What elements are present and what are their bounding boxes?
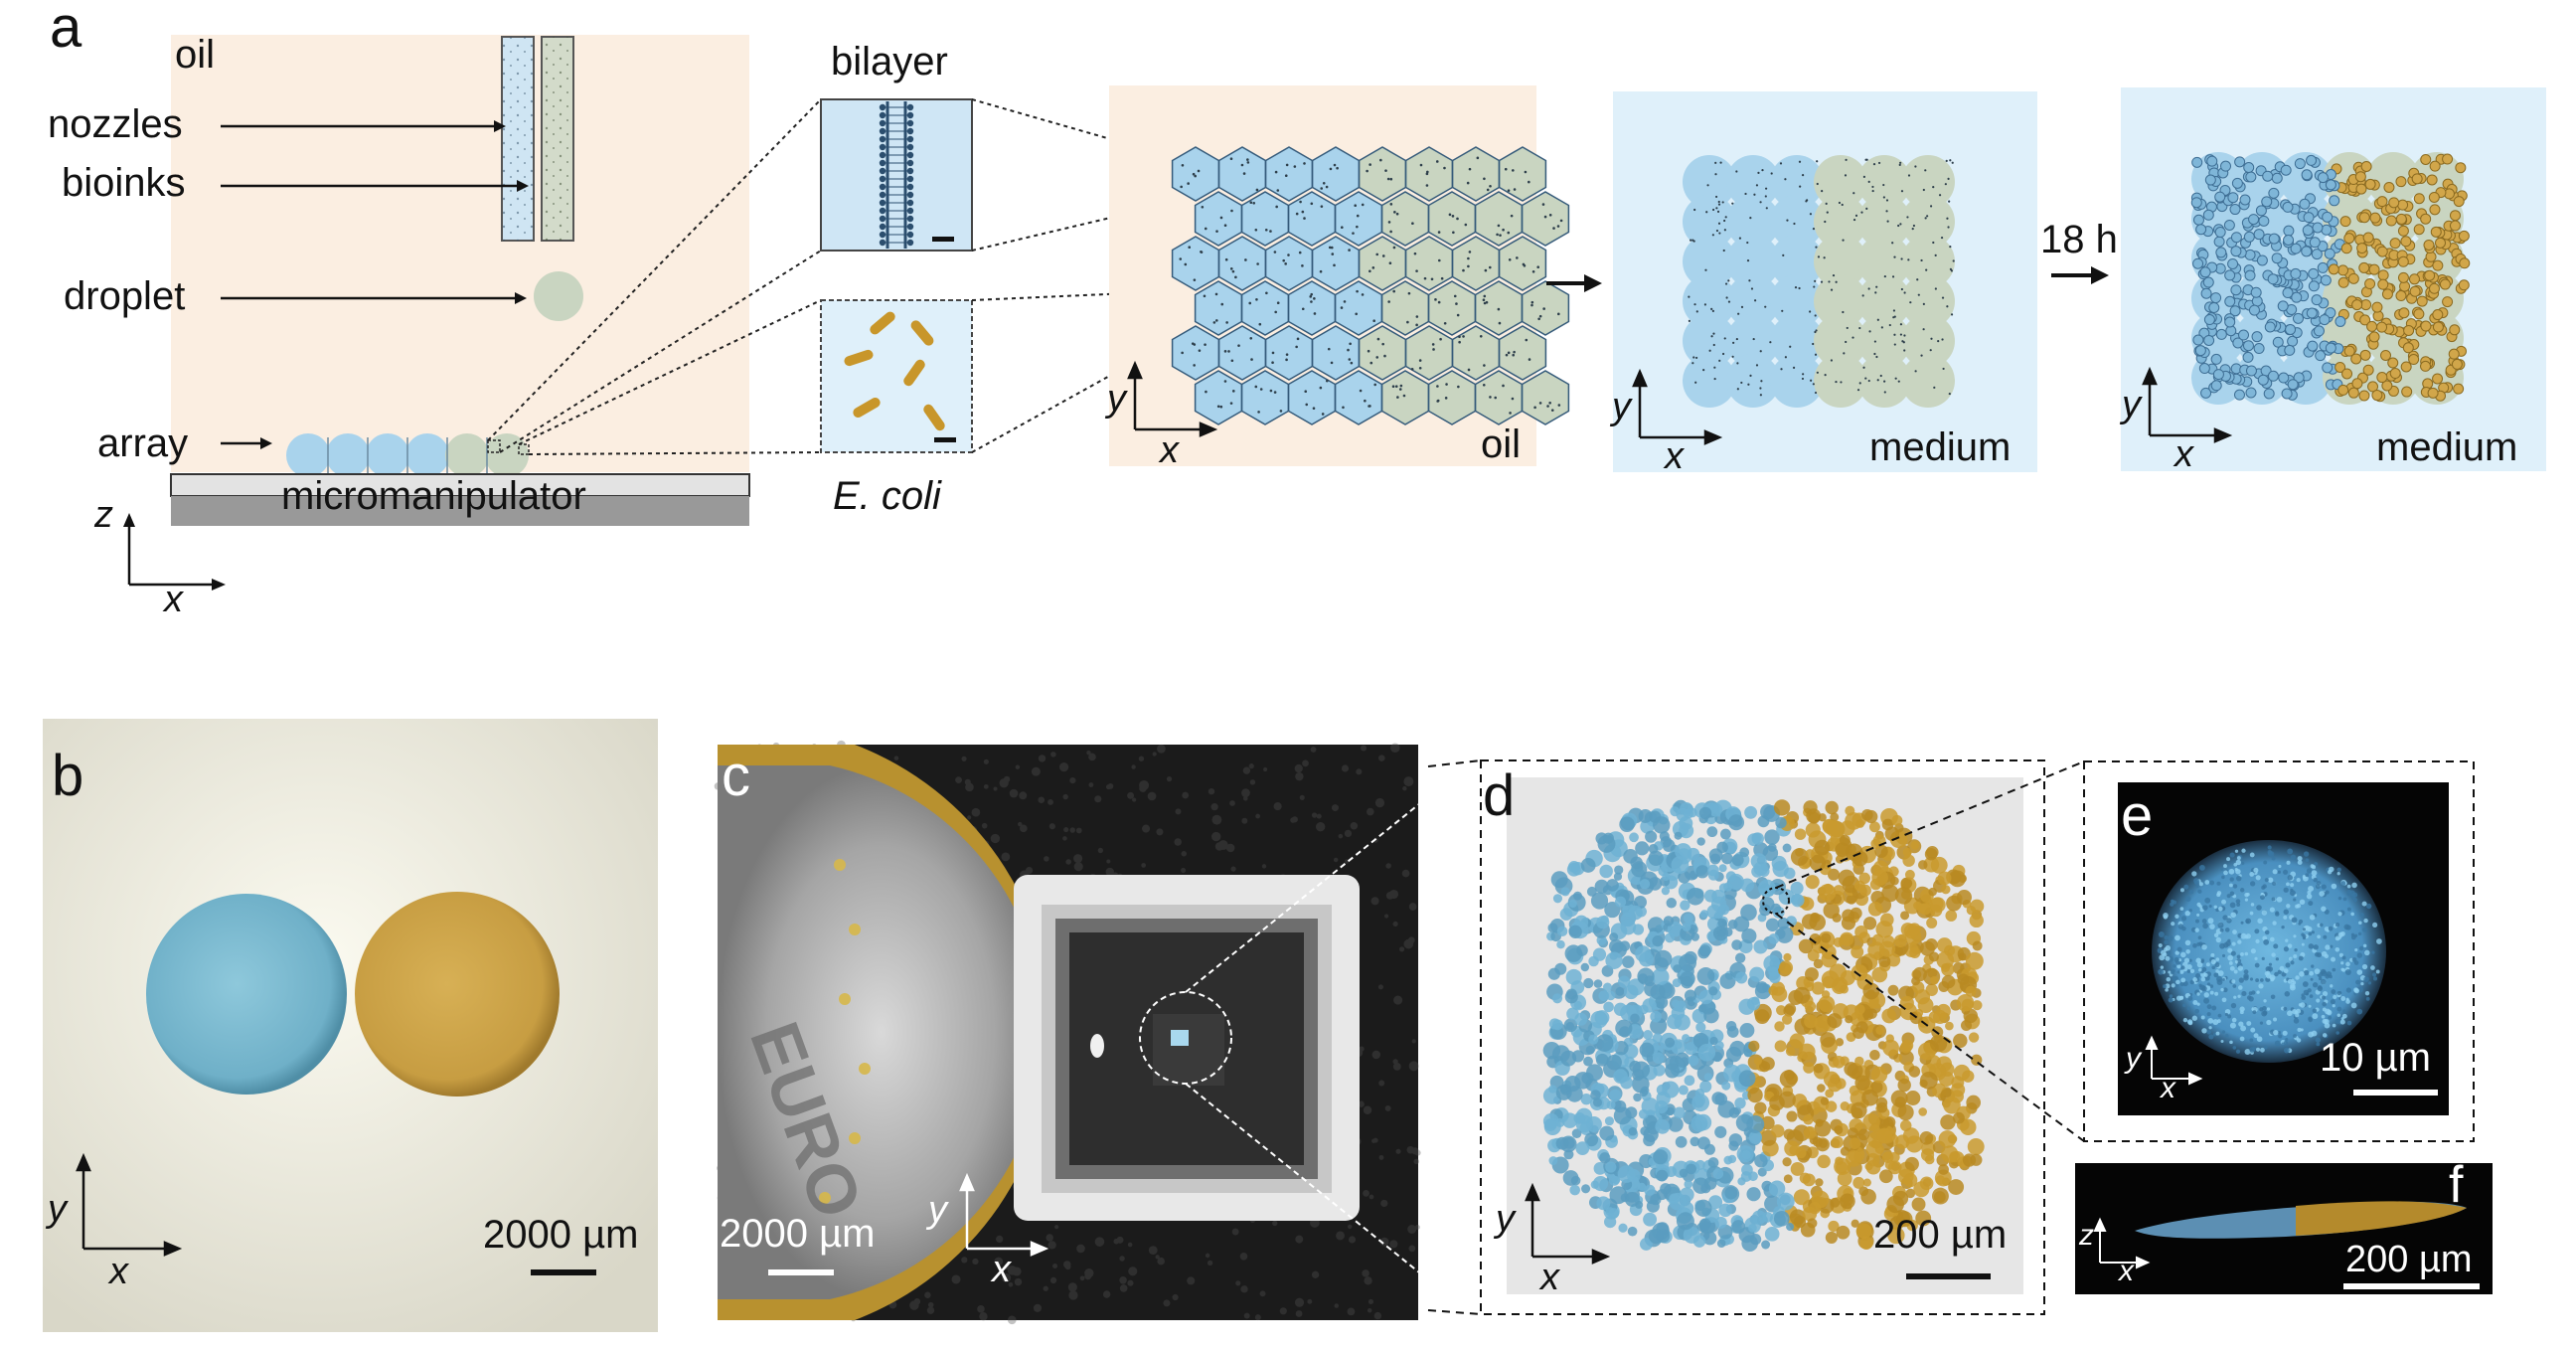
step1-axis-y: y [1107,378,1126,420]
panel-e-axis-x: x [2161,1072,2175,1104]
time-label: 18 h [2040,218,2118,261]
panel-letter-d: d [1483,763,1516,828]
panel-d-axis-y: y [1496,1198,1515,1240]
step1-axis-x: x [1160,429,1179,471]
step3-env-label: medium [2376,425,2518,469]
step2-axis-y: y [1612,386,1631,427]
panel-c-axis-x: x [992,1249,1011,1290]
step3-axis-y: y [2122,384,2141,425]
array-droplets [286,433,529,477]
gold-droplet-photo [355,892,560,1097]
droplet-shape [534,271,583,321]
step2-axis-x: x [1665,435,1684,477]
panel-d-axis-x: x [1540,1257,1559,1298]
step2-env-label: medium [1869,425,2012,469]
panel-letter-f: f [2449,1156,2464,1214]
panel-b-axis-x: x [109,1251,128,1292]
panel-b-axis-y: y [48,1188,67,1230]
panel-letter-a: a [50,0,82,60]
axis-z-label: z [94,494,113,536]
bilayer-inset [820,98,973,252]
panel-letter-b: b [52,744,84,808]
ecoli-inset [820,299,973,453]
ecoli-label: E. coli [833,474,941,518]
step1-env-label: oil [1481,422,1522,466]
step3-axis-x: x [2174,433,2193,475]
bioinks-label: bioinks [62,161,186,205]
array-label: array [97,422,189,465]
panel-letter-c: c [722,744,750,808]
panel-f-axis-x: x [2119,1255,2134,1287]
panel-c-scale: 2000 µm [720,1212,876,1256]
blue-droplet-photo [146,894,347,1095]
oil-chamber [171,35,749,472]
axis-x-label: x [164,579,183,620]
panel-c-axis-y: y [928,1189,947,1231]
panel-d-frame [1480,759,2045,1315]
panel-letter-e: e [2121,783,2154,848]
panel-b-photo [43,719,658,1332]
oil-label: oil [175,33,216,77]
panel-f-scale: 200 µm [2345,1239,2473,1280]
nozzles-label: nozzles [48,102,183,146]
panel-e-axis-y: y [2126,1042,2141,1075]
panel-b-scale: 2000 µm [483,1213,639,1257]
panel-e-frame [2083,760,2475,1142]
panel-d-scale: 200 µm [1873,1213,2008,1257]
bilayer-label: bilayer [831,40,948,84]
panel-f-axis-z: z [2079,1219,2094,1252]
droplet-label: droplet [64,274,186,318]
bacteria-rods [844,311,945,431]
bilayer-membrane [886,101,907,249]
micromanipulator-label: micromanipulator [281,474,586,518]
panel-e-scale: 10 µm [2320,1036,2431,1080]
